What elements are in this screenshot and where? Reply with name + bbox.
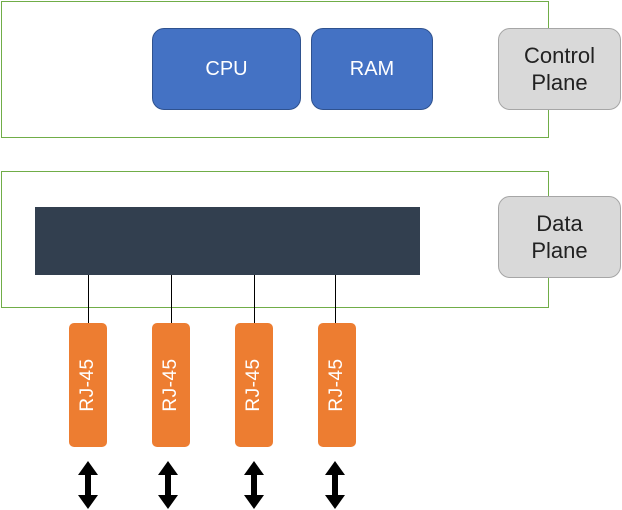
- port-wire: [88, 275, 89, 325]
- bidirectional-arrow-icon: [244, 461, 264, 509]
- rj45-port-4: RJ-45: [318, 323, 356, 447]
- control-plane-label: Control Plane: [498, 28, 621, 110]
- data-plane-label-line2: Plane: [531, 238, 588, 263]
- switch-fabric-bar: [35, 207, 420, 275]
- data-plane-label: Data Plane: [498, 196, 621, 278]
- port-label: RJ-45: [160, 358, 181, 412]
- port-wire: [254, 275, 255, 325]
- bidirectional-arrow-icon: [78, 461, 98, 509]
- data-plane-label-line1: Data: [536, 211, 583, 236]
- bidirectional-arrow-icon: [158, 461, 178, 509]
- rj45-port-2: RJ-45: [152, 323, 190, 447]
- rj45-port-3: RJ-45: [235, 323, 273, 447]
- port-wire: [335, 275, 336, 325]
- control-plane-label-line2: Plane: [531, 70, 588, 95]
- port-label: RJ-45: [243, 358, 264, 412]
- rj45-port-1: RJ-45: [69, 323, 107, 447]
- control-plane-label-line1: Control: [524, 43, 595, 68]
- cpu-block: CPU: [152, 28, 301, 110]
- bidirectional-arrow-icon: [325, 461, 345, 509]
- port-label: RJ-45: [77, 358, 98, 412]
- ram-block: RAM: [311, 28, 433, 110]
- port-wire: [171, 275, 172, 325]
- port-label: RJ-45: [326, 358, 347, 412]
